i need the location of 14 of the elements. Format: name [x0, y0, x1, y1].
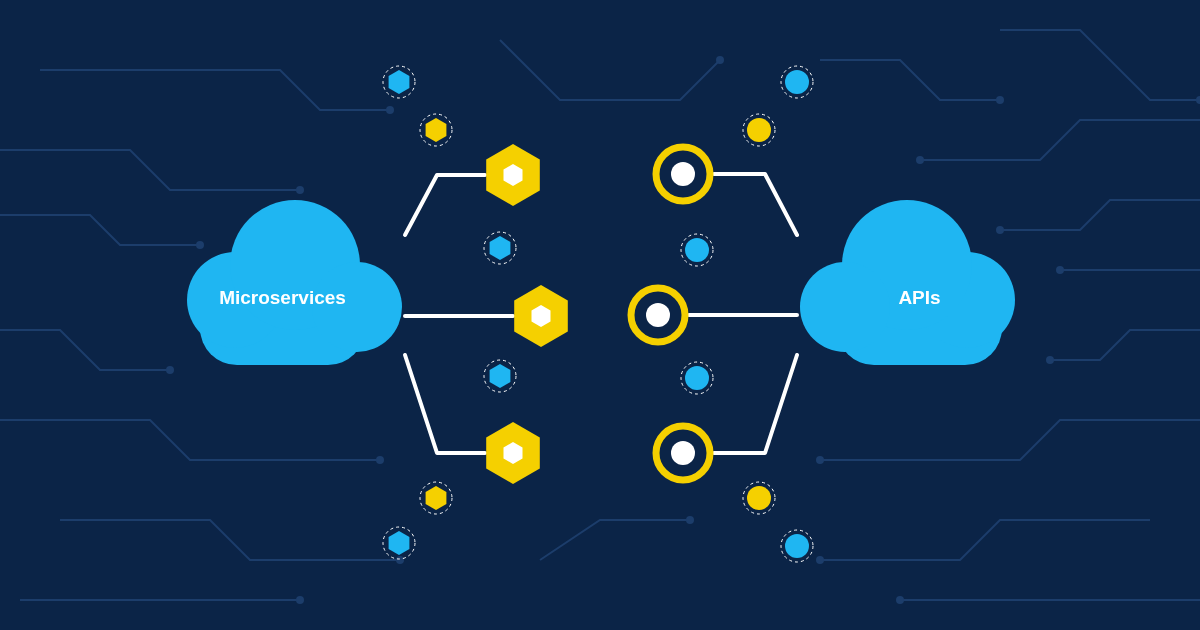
socket-ring	[652, 143, 714, 205]
cloud-label: APIs	[897, 287, 942, 309]
socket-ring	[652, 422, 714, 484]
connector-line	[403, 314, 515, 318]
cloud-label: Microservices	[218, 287, 347, 309]
plug-hexagon	[485, 144, 541, 206]
plug-hexagon	[513, 285, 569, 347]
connector-line	[403, 353, 487, 455]
connector-line	[712, 353, 799, 455]
connector-line	[712, 172, 799, 237]
socket-ring	[627, 284, 689, 346]
connector-line	[687, 313, 799, 317]
plug-hexagon	[485, 422, 541, 484]
connector-line	[403, 173, 487, 237]
